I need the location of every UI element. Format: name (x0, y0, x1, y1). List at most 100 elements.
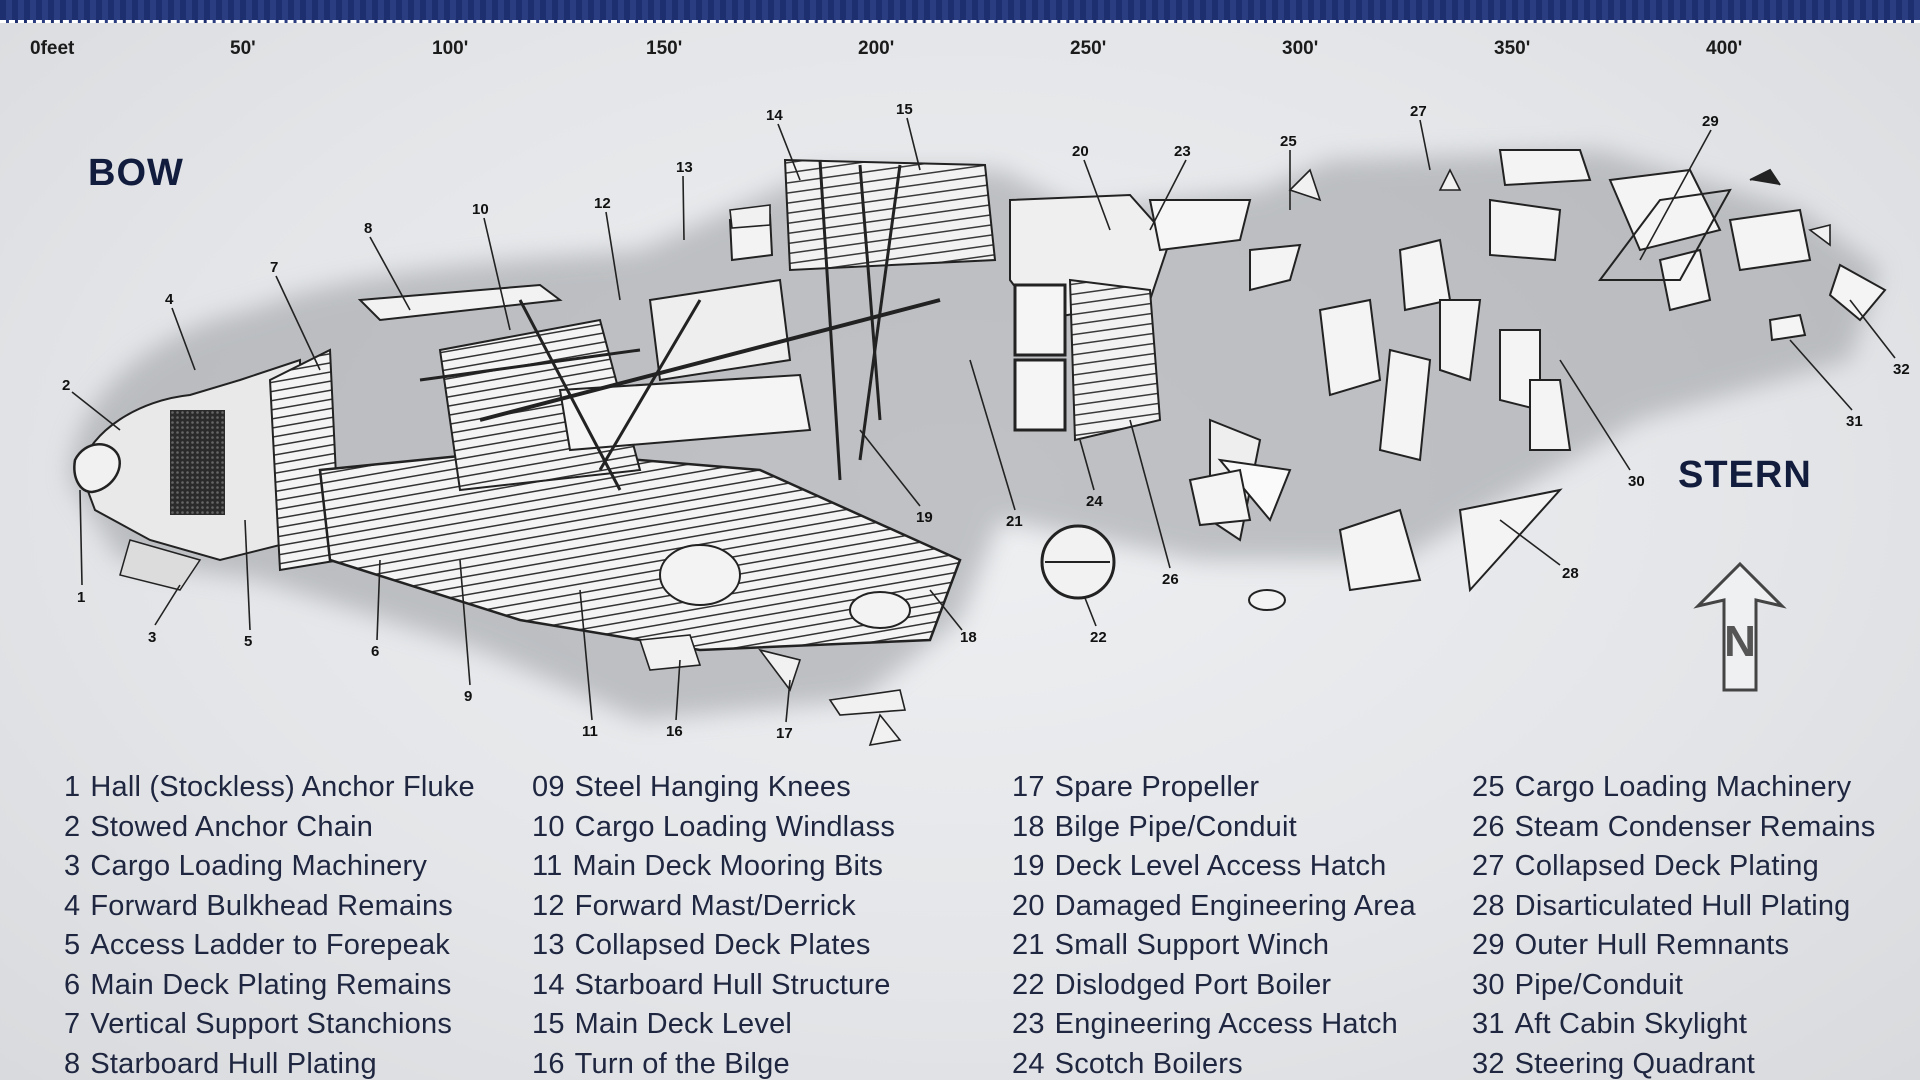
legend-number: 17 (1012, 771, 1045, 803)
scale-label: 50' (230, 38, 256, 59)
legend-number: 1 (64, 771, 81, 803)
legend-item: 10 Cargo Loading Windlass (532, 808, 895, 848)
callout-16: 16 (666, 723, 683, 740)
callout-29: 29 (1702, 113, 1719, 130)
legend-number: 6 (64, 968, 81, 1001)
north-letter: N (1724, 617, 1756, 666)
legend-number: 19 (1012, 850, 1045, 882)
callout-9: 9 (464, 688, 472, 705)
legend-number: 3 (64, 850, 81, 882)
legend-item: 5 Access Ladder to Forepeak (64, 926, 475, 966)
legend-number: 4 (64, 889, 81, 922)
legend-label: Stowed Anchor Chain (90, 810, 374, 843)
legend-column-2: 09 Steel Hanging Knees 10 Cargo Loading Wi… (532, 768, 895, 1080)
scotch-boiler-1 (1013, 283, 1067, 357)
legend-item: 30 Pipe/Conduit (1472, 966, 1876, 1006)
legend-number: 14 (532, 968, 565, 1001)
legend-label: Pipe/Conduit (1514, 968, 1684, 1001)
legend-label: Aft Cabin Skylight (1514, 1008, 1748, 1040)
legend-number: 2 (64, 810, 81, 843)
stern-debris-field (1188, 149, 1887, 593)
scale-label: 150' (646, 38, 683, 59)
legend-label: Deck Level Access Hatch (1054, 850, 1387, 882)
legend-number: 18 (1012, 810, 1045, 843)
callout-11: 11 (582, 723, 598, 740)
callout-6: 6 (371, 643, 379, 660)
callout-17: 17 (776, 725, 793, 742)
legend-label: Damaged Engineering Area (1054, 889, 1416, 922)
scotch-boiler-2 (1013, 358, 1067, 432)
legend-label: Scotch Boilers (1054, 1047, 1243, 1080)
legend-number: 26 (1472, 810, 1505, 843)
wreck-site-drawing: 1 2 3 4 5 6 7 8 9 10 11 12 13 14 15 16 1… (62, 101, 1910, 747)
legend-label: Forward Bulkhead Remains (90, 889, 453, 922)
legend-item: 29 Outer Hull Remnants (1472, 926, 1876, 966)
callout-1: 1 (77, 589, 85, 606)
legend-item: 25 Cargo Loading Machinery (1472, 768, 1876, 808)
legend-number: 12 (532, 889, 565, 922)
callout-5: 5 (244, 633, 252, 650)
legend-label: Cargo Loading Machinery (1514, 771, 1852, 803)
legend-column-1: 1 Hall (Stockless) Anchor Fluke 2 Stowed A… (64, 768, 475, 1080)
legend-label: Outer Hull Remnants (1514, 929, 1790, 961)
legend-label: Small Support Winch (1054, 929, 1330, 961)
legend-number: 09 (532, 771, 565, 803)
legend-label: Access Ladder to Forepeak (90, 929, 450, 961)
legend-label: Starboard Hull Structure (574, 968, 891, 1001)
callout-13: 13 (676, 159, 693, 176)
legend-number: 25 (1472, 771, 1505, 803)
stern-label: STERN (1678, 454, 1812, 496)
legend-number: 23 (1012, 1008, 1045, 1040)
callout-7: 7 (270, 259, 278, 276)
legend-number: 7 (64, 1008, 81, 1040)
legend-label: Collapsed Deck Plates (574, 929, 871, 961)
legend-label: Spare Propeller (1054, 771, 1260, 803)
callout-26: 26 (1162, 571, 1179, 588)
callout-4: 4 (165, 291, 174, 308)
legend-label: Dislodged Port Boiler (1054, 968, 1332, 1001)
main-hull-plating (318, 278, 962, 652)
legend-number: 10 (532, 810, 565, 843)
anchor-chain-pile (170, 410, 225, 515)
callout-14: 14 (766, 107, 783, 124)
legend-label: Hall (Stockless) Anchor Fluke (90, 771, 475, 803)
legend-number: 11 (532, 850, 563, 882)
distance-scale: 0feet 50' 100' 150' 200' 250' 300' 350' … (0, 38, 1920, 68)
callout-numbers: 1 2 3 4 5 6 7 8 9 10 11 12 13 14 15 16 1… (62, 101, 1910, 742)
legend-item: 1 Hall (Stockless) Anchor Fluke (64, 768, 475, 808)
legend-label: Steel Hanging Knees (574, 771, 851, 803)
scale-label: 400' (1706, 38, 1743, 59)
legend-item: 26 Steam Condenser Remains (1472, 808, 1876, 848)
legend-label: Steam Condenser Remains (1514, 810, 1876, 843)
legend-label: Starboard Hull Plating (90, 1047, 377, 1080)
legend-label: Disarticulated Hull Plating (1514, 889, 1851, 922)
legend-number: 30 (1472, 968, 1505, 1001)
legend-item: 09 Steel Hanging Knees (532, 768, 895, 808)
legend-number: 29 (1472, 929, 1505, 961)
legend-number: 32 (1472, 1047, 1505, 1080)
legend-number: 5 (64, 929, 81, 961)
callout-2: 2 (62, 377, 70, 394)
legend-number: 27 (1472, 850, 1505, 882)
legend-label: Main Deck Plating Remains (90, 968, 452, 1001)
legend-label: Main Deck Level (574, 1008, 793, 1040)
callout-31: 31 (1846, 413, 1863, 430)
legend-number: 15 (532, 1008, 565, 1040)
callout-19: 19 (916, 509, 933, 526)
legend-number: 8 (64, 1047, 81, 1080)
callout-18: 18 (960, 629, 977, 646)
callout-32: 32 (1893, 361, 1910, 378)
scale-label: 0feet (30, 38, 75, 59)
legend-label: Steering Quadrant (1514, 1047, 1756, 1080)
legend-label: Cargo Loading Windlass (574, 810, 896, 843)
callout-10: 10 (472, 201, 489, 218)
